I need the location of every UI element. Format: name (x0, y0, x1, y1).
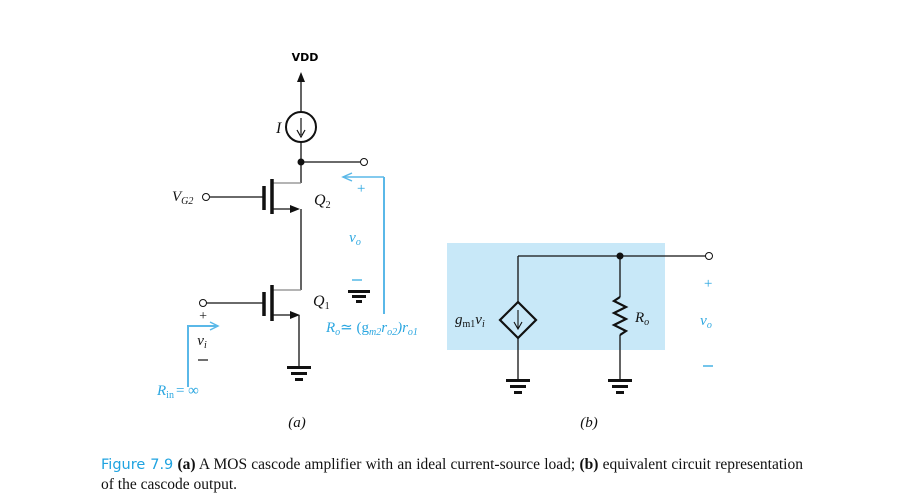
output-voltage: vo (349, 230, 361, 248)
output-terminal-b (705, 252, 713, 260)
ro-arrow-icon (341, 172, 353, 182)
rin-label: Rin= ∞ (156, 383, 199, 401)
output-terminal (360, 158, 368, 166)
figure-number: Figure 7.9 (101, 457, 174, 473)
q1-source-arrow-icon (290, 311, 300, 319)
caption-part-a-tag: (a) (177, 456, 196, 473)
cascode-figure: VDD I VG2 Q2 (156, 51, 713, 431)
ground-icon (287, 366, 311, 381)
current-source-label: I (275, 120, 282, 137)
output-highlight-box (447, 243, 665, 350)
q2-label: Q2 (314, 192, 331, 211)
caption-part-b-tag: (b) (579, 456, 599, 473)
output-ground-icon (348, 290, 370, 303)
vi-terminal (199, 299, 207, 307)
panel-a-label: (a) (288, 415, 306, 431)
figure-caption: Figure 7.9 (a) A MOS cascode amplifier w… (101, 455, 803, 494)
current-direction-arrow-icon (296, 129, 306, 139)
rin-bracket (187, 325, 218, 387)
panel-b-label: (b) (580, 415, 598, 431)
resistor-label: Ro (634, 310, 649, 328)
q2-source-arrow-icon (290, 205, 300, 213)
circuit-a: VDD I VG2 Q2 (156, 51, 418, 431)
rin-arrow-icon (209, 321, 220, 331)
caption-part-a-text: A MOS cascode amplifier with an ideal cu… (195, 456, 580, 473)
vdd-arrow-icon (297, 72, 305, 82)
vg2-terminal (202, 193, 210, 201)
source-label: gm1vi (455, 312, 485, 330)
vg2-label: VG2 (172, 189, 193, 207)
circuit-b: gm1vi Ro + vo (b) (447, 243, 713, 431)
ro-formula: Ro≃ (gm2ro2)ro1 (325, 320, 418, 338)
ground-icon (506, 379, 530, 394)
input-plus: + (198, 309, 207, 324)
resistor-icon (611, 296, 629, 336)
output-plus-b: + (703, 276, 713, 292)
ground-icon (608, 379, 632, 394)
input-voltage: vi (197, 333, 207, 351)
output-voltage-b: vo (700, 313, 712, 331)
caption-part-b-text: equivalent circuit representation of the… (101, 456, 803, 493)
vdd-label: VDD (292, 51, 319, 64)
q1-label: Q1 (313, 293, 330, 312)
output-plus: + (356, 181, 366, 197)
